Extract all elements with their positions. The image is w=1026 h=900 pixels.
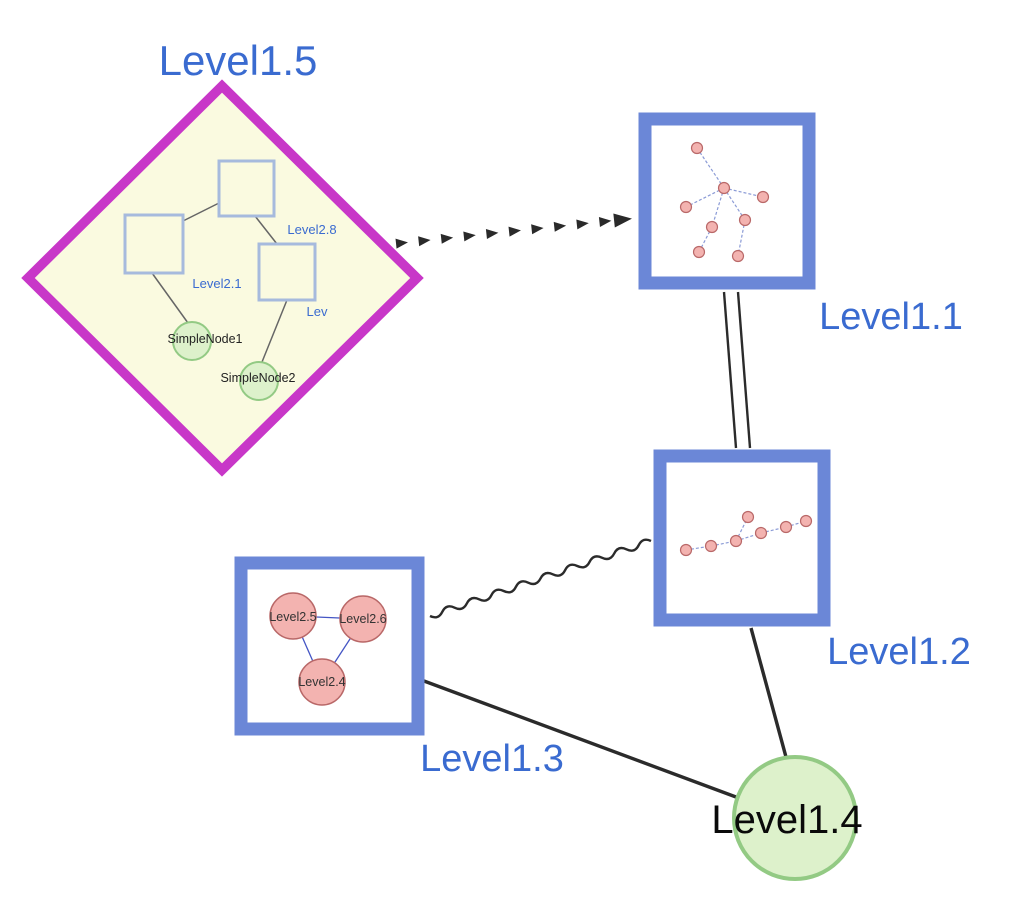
graph-node[interactable] (756, 190, 770, 204)
graph-node[interactable] (738, 213, 752, 227)
edge-level15-to-level11-arrow[interactable] (395, 213, 632, 249)
level1-1-inner-graph (679, 141, 770, 263)
edge-lev-simplenode2[interactable] (261, 299, 288, 363)
level1-4-circle-shape[interactable] (732, 755, 858, 881)
group-node-level1-1: Level1.1 (638, 112, 963, 338)
node-level1-4: Level1.4 (711, 755, 863, 881)
node-label-level2-5: Level2.5 (269, 610, 316, 624)
level1-2-square-shape[interactable] (653, 449, 831, 627)
graph-node[interactable] (731, 249, 745, 263)
double-line-left (722, 291, 738, 449)
node-label-level2-truncated: Lev (307, 304, 328, 319)
inner-edge (696, 147, 725, 189)
inner-edge (685, 187, 725, 208)
node-simplenode2[interactable] (239, 361, 279, 401)
group-node-level1-3: Level2.5 Level2.6 Level2.4 Level1.3 (234, 556, 564, 780)
group-node-level1-5: Level2.8 Level2.1 Lev SimpleNode1 Simple… (21, 37, 424, 477)
node-label-simplenode2: SimpleNode2 (220, 371, 295, 385)
group-label-level1-5: Level1.5 (159, 37, 318, 84)
group-label-level1-3: Level1.3 (420, 738, 564, 780)
graph-node[interactable] (799, 514, 813, 528)
inner-edge (737, 219, 746, 257)
node-simplenode1[interactable] (172, 321, 212, 361)
double-line-right (736, 291, 752, 449)
level1-5-inner-edges (151, 202, 288, 363)
node-level2-5[interactable] (269, 592, 317, 640)
graph-node[interactable] (729, 534, 743, 548)
level1-2-inner-graph (679, 510, 813, 557)
node-level2-6[interactable] (339, 595, 387, 643)
graph-node[interactable] (779, 520, 793, 534)
node-level2-1[interactable] (123, 213, 185, 275)
graph-node[interactable] (692, 245, 706, 259)
edge-level12-to-level14[interactable] (749, 627, 788, 758)
node-level2-8[interactable] (217, 159, 276, 218)
inner-edge (723, 187, 764, 198)
level1-1-square-shape[interactable] (638, 112, 816, 290)
graph-node[interactable] (679, 543, 693, 557)
node-label-level2-1: Level2.1 (192, 276, 241, 291)
node-level2-lev[interactable] (257, 242, 317, 302)
edge-level28-level21[interactable] (182, 202, 220, 222)
graph-node[interactable] (690, 141, 704, 155)
inner-edge (711, 187, 725, 228)
graph-node[interactable] (705, 220, 719, 234)
group-label-level1-2: Level1.2 (827, 631, 971, 673)
level1-3-inner-graph: Level2.5 Level2.6 Level2.4 (269, 592, 387, 706)
edge-level28-lev[interactable] (254, 215, 278, 245)
node-label-level1-4: Level1.4 (711, 798, 862, 842)
graph-node[interactable] (704, 539, 718, 553)
top-level-edges (395, 213, 788, 799)
node-label-simplenode1: SimpleNode1 (167, 332, 242, 346)
graph-node[interactable] (741, 510, 755, 524)
node-level2-4[interactable] (298, 658, 346, 706)
group-label-level1-1: Level1.1 (819, 296, 963, 338)
graph-node[interactable] (754, 526, 768, 540)
node-label-level2-4: Level2.4 (298, 675, 345, 689)
edge-level11-to-level12-double[interactable] (722, 291, 752, 449)
edge-level21-simplenode1[interactable] (151, 272, 189, 324)
inner-edge (723, 187, 746, 221)
group-node-level1-2: Level1.2 (653, 449, 971, 673)
edge-level13-to-level12-wavy[interactable] (429, 538, 652, 619)
node-label-level2-6: Level2.6 (339, 612, 386, 626)
graph-node[interactable] (679, 200, 693, 214)
graph-node[interactable] (717, 181, 731, 195)
edge-level13-to-level14[interactable] (423, 679, 737, 799)
node-label-level2-8: Level2.8 (287, 222, 336, 237)
level1-5-diamond-shape[interactable] (21, 79, 424, 477)
